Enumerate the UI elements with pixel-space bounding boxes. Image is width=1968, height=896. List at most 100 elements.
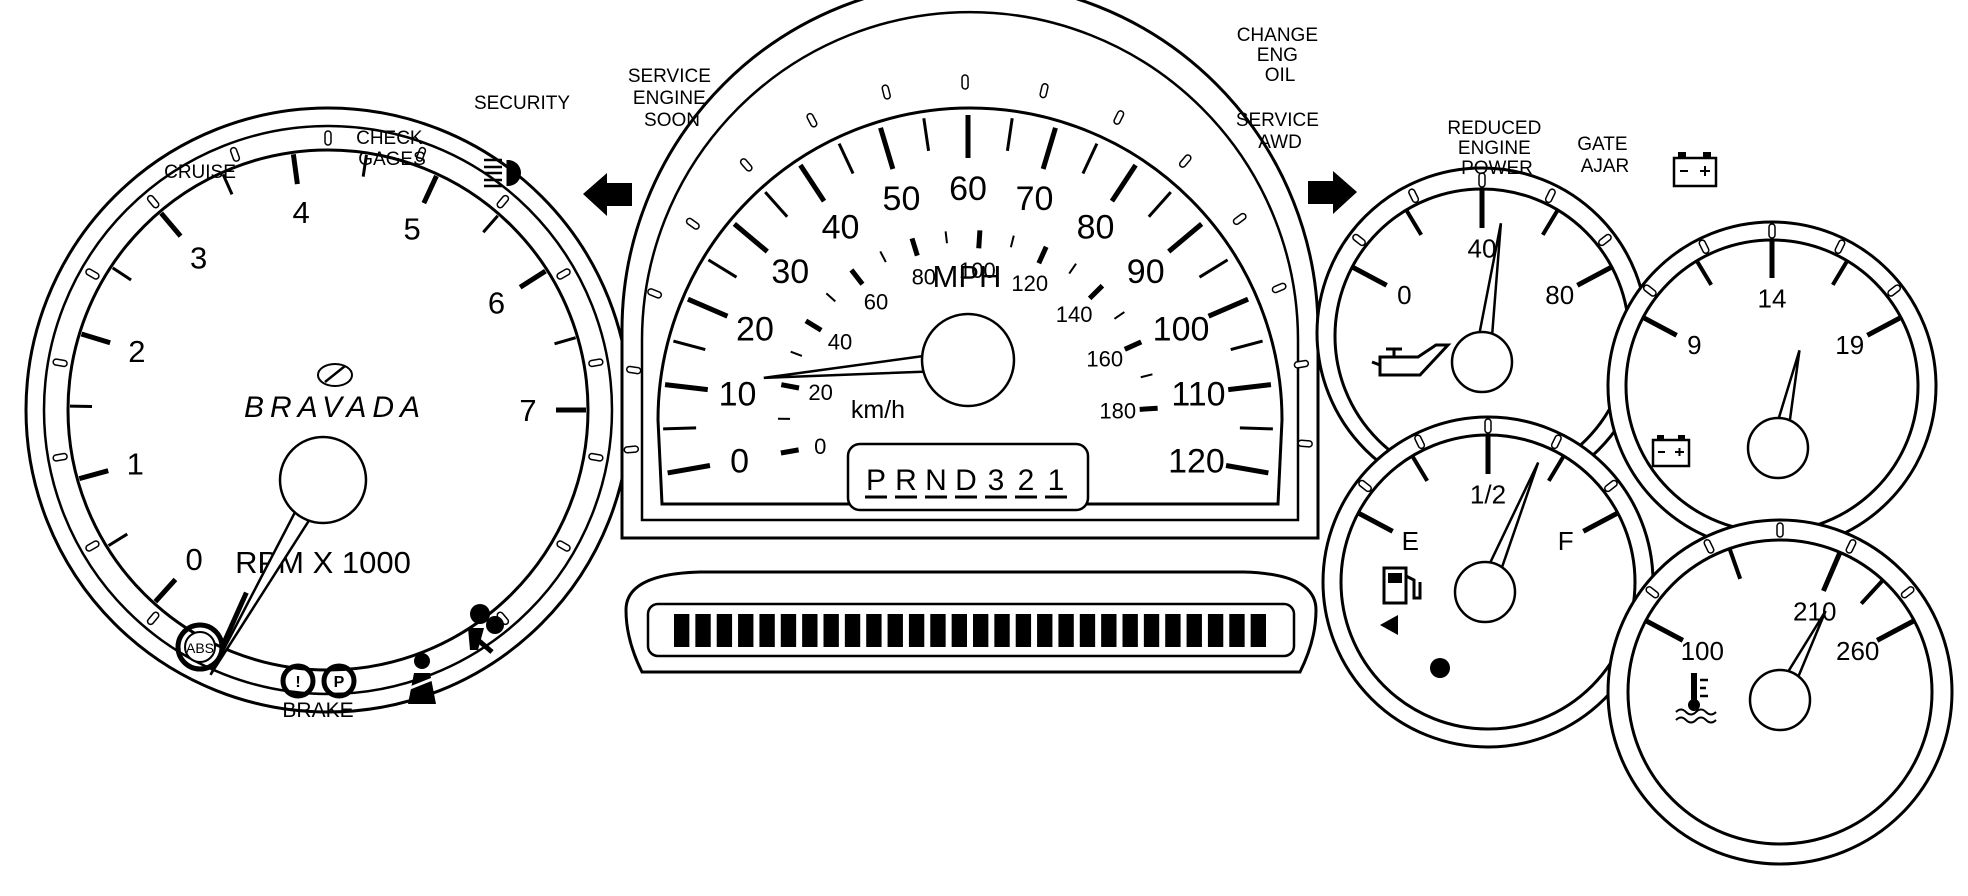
- volt-scale-label: 19: [1835, 330, 1864, 360]
- odometer-segment: [716, 614, 733, 647]
- kmh-scale-label: 140: [1056, 302, 1093, 327]
- temp-major-tick: [1821, 552, 1842, 592]
- cruise-label: CRUISE: [164, 162, 236, 183]
- kmh-minor-tick: [825, 292, 836, 303]
- bezel-notch: [1297, 439, 1313, 448]
- mph-major-tick: [732, 222, 769, 254]
- bezel-notch: [324, 130, 332, 146]
- bezel-notch: [85, 268, 100, 280]
- fuel-gauge: E1/2F: [1321, 415, 1655, 749]
- svg-text:!: !: [295, 674, 300, 691]
- tach-minor-tick: [111, 266, 132, 282]
- bezel-notch: [496, 194, 510, 209]
- tach-scale-label: 4: [293, 195, 310, 230]
- mph-minor-tick: [707, 258, 738, 279]
- high-beam-icon: [484, 158, 521, 188]
- bezel-notch: [146, 194, 160, 209]
- bezel-notch: [1544, 188, 1556, 204]
- bezel-notch: [415, 146, 427, 162]
- odometer-segment: [1122, 614, 1138, 647]
- mph-major-tick: [798, 163, 827, 203]
- mph-major-tick: [1227, 382, 1272, 393]
- tach-brand: BRAVADA: [244, 391, 426, 424]
- tach-major-tick: [159, 211, 183, 238]
- fuel-minor-tick: [1411, 455, 1429, 482]
- volt-minor-tick: [1831, 260, 1849, 286]
- bezel-notch: [1645, 586, 1660, 599]
- bezel-notch: [1900, 586, 1915, 599]
- bezel-notch: [1834, 239, 1846, 255]
- mph-minor-tick: [1147, 191, 1172, 218]
- oil-major-tick: [1576, 265, 1613, 288]
- bezel-notch: [1358, 479, 1372, 493]
- bezel-notch: [1768, 223, 1776, 239]
- temp-hub: [1748, 668, 1812, 732]
- left-turn-arrow-icon: [583, 173, 632, 216]
- security-label: SECURITY: [474, 93, 570, 114]
- reduced-engine-power-label: REDUCED ENGINE POWER: [1447, 118, 1546, 179]
- bezel-notch: [556, 268, 571, 280]
- odometer-segment: [695, 614, 711, 647]
- mph-scale-label: 60: [949, 170, 987, 208]
- tach-end-tick: [220, 591, 249, 647]
- mph-minor-tick: [1081, 142, 1099, 175]
- bezel-notch: [1232, 212, 1247, 226]
- temp-scale-label: 210: [1793, 597, 1836, 627]
- odometer-segment: [738, 614, 754, 647]
- mph-minor-tick: [922, 118, 931, 152]
- odometer-segment: [1143, 614, 1160, 647]
- fuel-scale-label: F: [1558, 526, 1574, 556]
- odometer-segment: [1079, 614, 1096, 647]
- oil-minor-tick: [1405, 209, 1423, 236]
- mph-minor-tick: [673, 339, 706, 352]
- tach-major-tick: [78, 468, 109, 482]
- mph-major-tick: [664, 382, 709, 393]
- prndl-letter: P: [866, 464, 886, 497]
- bezel-notch: [647, 288, 663, 299]
- svg-text:P: P: [334, 674, 345, 691]
- bezel-notch: [1698, 239, 1710, 255]
- mph-scale-label: 100: [1153, 310, 1210, 348]
- bezel-notch: [1178, 154, 1192, 168]
- abs-icon: ABS: [175, 622, 225, 672]
- volt-major-tick: [1866, 315, 1902, 338]
- prndl-letter: D: [955, 464, 977, 497]
- mph-scale-label: 70: [1016, 180, 1054, 218]
- kmh-scale-label: 160: [1086, 346, 1123, 371]
- odometer-segment: [1015, 614, 1032, 647]
- temp-major-tick: [1645, 618, 1685, 643]
- odometer-segment: [844, 614, 861, 647]
- mph-major-tick: [1109, 163, 1138, 203]
- mph-major-tick: [1225, 463, 1269, 476]
- kmh-major-tick: [1123, 339, 1143, 352]
- mph-minor-tick: [1005, 118, 1014, 152]
- bezel-notch: [1550, 434, 1562, 450]
- kmh-minor-tick: [1113, 311, 1125, 320]
- gate-ajar-label: GATE AJAR: [1577, 134, 1633, 177]
- speedo-dial: [656, 106, 1284, 506]
- tach-scale-label: 0: [186, 542, 203, 577]
- bezel-notch: [1604, 479, 1618, 493]
- kmh-scale-label: 0: [814, 434, 826, 459]
- mph-scale-label: 50: [883, 180, 921, 218]
- volt-scale-label: 14: [1758, 283, 1787, 313]
- fuel-major-tick: [1582, 511, 1619, 534]
- bezel-notch: [1414, 434, 1426, 450]
- mph-major-tick: [1167, 222, 1204, 254]
- mph-major-tick: [686, 296, 729, 319]
- odometer-segment: [780, 614, 797, 647]
- speedo-hub: [920, 312, 1016, 408]
- tach-major-tick: [518, 268, 547, 290]
- temp-minor-tick: [1859, 579, 1884, 606]
- kmh-minor-tick: [1068, 263, 1077, 275]
- prndl-indicator: [846, 442, 1090, 512]
- seatbelt-icon: [404, 653, 441, 704]
- odometer-segment: [823, 614, 839, 647]
- oil-major-tick: [1351, 265, 1388, 288]
- mph-scale-label: 90: [1127, 253, 1165, 291]
- bezel-notch: [1845, 539, 1857, 554]
- odometer-segment: [887, 614, 903, 647]
- kmh-scale-label: 120: [1011, 271, 1048, 296]
- mph-major-tick: [667, 463, 711, 476]
